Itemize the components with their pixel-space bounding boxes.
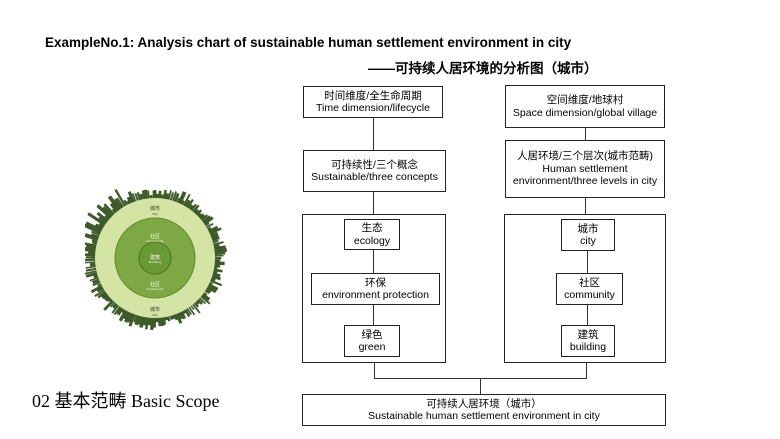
connector-line [587, 251, 588, 273]
title-chinese: ——可持续人居环境的分析图（城市） [368, 61, 598, 76]
green-en: green [358, 341, 386, 353]
skyline-building [127, 191, 136, 206]
basic-scope-heading: 02 基本范畴 Basic Scope [32, 391, 220, 411]
skyline-building [102, 206, 116, 219]
ring-label-city-bottom-cn: 城市 [150, 306, 160, 313]
building-en: building [569, 341, 607, 353]
community-en: community [564, 289, 615, 301]
ecology-cn: 生态 [361, 222, 383, 234]
skyline-building [85, 256, 99, 259]
connector-line [587, 305, 588, 325]
city-box: 城市 city [561, 219, 615, 251]
sustainable-settlement-en: Sustainable human settlement environment… [368, 410, 600, 422]
inner-ring-building [138, 241, 172, 275]
time-dimension-en: Time dimension/lifecycle [316, 102, 430, 114]
skyline-building [85, 241, 100, 248]
skyline-building [206, 227, 222, 236]
building-cn: 建筑 [577, 328, 599, 341]
skyline-building [181, 193, 191, 209]
skyline-building [85, 246, 99, 253]
skyline-building [85, 223, 104, 236]
skyline-building [190, 301, 201, 314]
space-dimension-en: Space dimension/global village [512, 106, 658, 119]
connector-line [373, 118, 374, 150]
connector-line [585, 128, 586, 140]
ring-label-building-en: Building [149, 260, 161, 264]
connector-line [373, 192, 374, 214]
skyline-building [85, 271, 101, 278]
community-box: 社区 community [556, 273, 623, 305]
skyline-building [211, 251, 226, 256]
skyline-building [128, 310, 137, 327]
space-dimension-box: 空间维度/地球村 Space dimension/global village [505, 85, 665, 128]
connector-line [585, 198, 586, 214]
sustainable-settlement-box: 可持续人居环境（城市） Sustainable human settlement… [302, 394, 666, 426]
green-box: 绿色 green [344, 325, 400, 357]
city-cn: 城市 [577, 222, 599, 235]
green-cn: 绿色 [361, 328, 383, 341]
sustainable-settlement-cn: 可持续人居环境（城市） [426, 397, 542, 410]
skyline-building [114, 189, 128, 210]
sustainable-cn: 可持续性/三个概念 [331, 158, 418, 171]
time-dimension-cn: 时间维度/全生命周期 [324, 89, 422, 102]
skyline-building [207, 278, 223, 287]
time-dimension-box: 时间维度/全生命周期 Time dimension/lifecycle [303, 86, 443, 118]
skyline-building [85, 269, 100, 277]
building-box: 建筑 building [561, 325, 615, 357]
skyline-building [85, 265, 99, 269]
ring-label-community-bottom-cn: 社区 [150, 281, 160, 288]
connector-line [373, 305, 374, 325]
ring-label-city-top-cn: 城市 [150, 205, 160, 212]
skyline-building [85, 260, 99, 264]
connector-line [374, 363, 375, 378]
skyline-building [118, 307, 129, 322]
skyline-building [85, 267, 100, 272]
ring-label-city-bottom-en: City [152, 313, 158, 317]
connector-line [480, 378, 481, 394]
skyline-building [85, 221, 105, 234]
ring-label-building-cn: 建筑 [150, 254, 160, 261]
three-levels-box: 人居环境/三个层次(城市范畴) Human settlement environ… [505, 140, 665, 198]
environment-protection-box: 环保 environment protection [311, 273, 440, 305]
sustainable-box: 可持续性/三个概念 Sustainable/three concepts [303, 150, 446, 192]
ring-label-city-top-en: City [152, 212, 158, 216]
connector-line [373, 250, 374, 273]
skyline-building [198, 293, 211, 305]
skyline-building [90, 283, 106, 294]
skyline-building [103, 297, 117, 311]
skyline-building [153, 190, 157, 201]
environment-protection-cn: 环保 [365, 276, 386, 289]
sustainable-en: Sustainable/three concepts [311, 171, 438, 183]
ring-label-community-bottom-en: Community [146, 287, 164, 291]
skyline-building [176, 191, 187, 207]
city-en: city [580, 235, 596, 247]
ring-label-community-top-cn: 社区 [150, 233, 160, 240]
skyline-building [94, 287, 108, 298]
city-circle-diagram: 城市 City 社区 Community 建筑 Building 社区 Comm… [85, 189, 228, 331]
skyline-building [85, 233, 102, 243]
environment-protection-en: environment protection [322, 289, 429, 301]
connector-line [586, 363, 587, 378]
skyline-building [87, 212, 109, 228]
skyline-building [144, 314, 150, 330]
skyline-building [107, 195, 123, 214]
ecology-box: 生态 ecology [344, 219, 400, 250]
skyline-building [116, 197, 126, 211]
title-english: ExampleNo.1: Analysis chart of sustainab… [45, 35, 572, 50]
three-levels-en: Human settlement environment/three level… [512, 162, 658, 188]
skyline-building [96, 211, 111, 225]
community-cn: 社区 [579, 276, 600, 289]
three-levels-cn: 人居环境/三个层次(城市范畴) [517, 150, 653, 163]
skyline-building [210, 241, 224, 247]
ecology-en: ecology [353, 234, 391, 247]
skyline-building [96, 204, 115, 221]
ring-label-community-top-en: Community [146, 239, 164, 243]
skyline-building [85, 258, 99, 262]
space-dimension-cn: 空间维度/地球村 [546, 94, 624, 106]
skyline-building [103, 203, 117, 218]
